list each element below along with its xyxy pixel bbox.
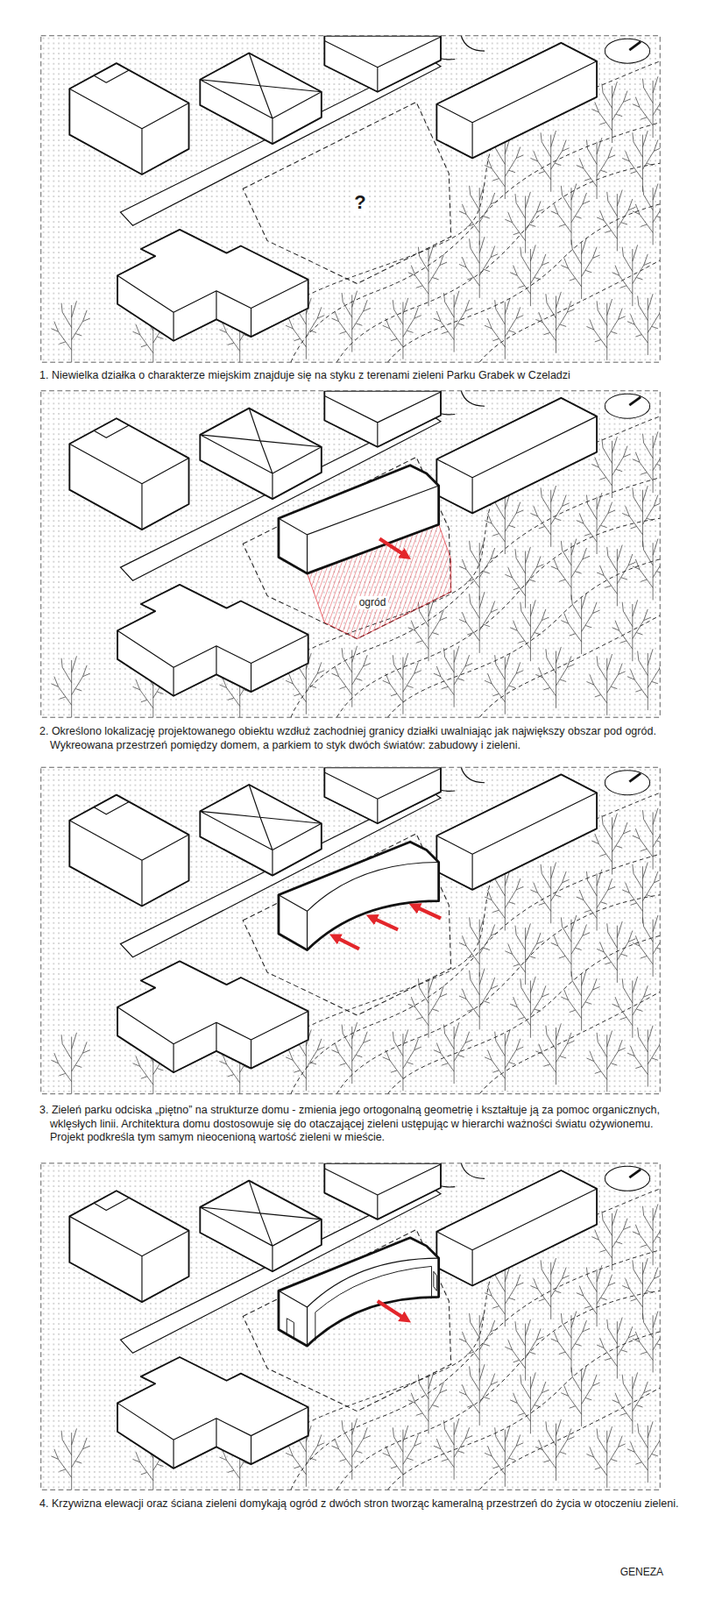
panel-curve — [41, 766, 672, 1097]
site-plan — [41, 390, 672, 721]
panel-location — [41, 390, 672, 721]
house-block — [278, 1237, 440, 1346]
red-arrow — [379, 538, 406, 557]
red-arrow — [334, 935, 360, 949]
step-caption: 3. Zieleń parku odciska „piętno” na stru… — [39, 1103, 686, 1145]
site-plan — [41, 1162, 672, 1493]
sheet-title: GENEZA — [620, 1564, 664, 1579]
panel-site — [41, 35, 672, 366]
site-plan — [41, 35, 672, 366]
garden-label: ogród — [356, 595, 390, 609]
red-arrow — [414, 906, 441, 919]
facade-recess — [315, 1265, 432, 1340]
panel-garden — [41, 1162, 672, 1493]
house-block — [278, 465, 440, 574]
red-arrow — [377, 1300, 407, 1319]
step-caption: 4. Krzywizna elewacji oraz ściana zielen… — [39, 1496, 686, 1511]
site-plan — [41, 766, 672, 1097]
step-caption: 1. Niewielka działka o charakterze miejs… — [39, 368, 686, 383]
door — [286, 1317, 294, 1339]
red-arrow — [371, 916, 398, 929]
house-edge — [278, 485, 440, 574]
step-caption: 2. Określono lokalizację projektowanego … — [39, 724, 686, 752]
house-block — [278, 841, 440, 949]
plot-question-mark: ? — [351, 190, 369, 215]
house-edge — [278, 1257, 440, 1346]
door — [433, 1270, 437, 1290]
